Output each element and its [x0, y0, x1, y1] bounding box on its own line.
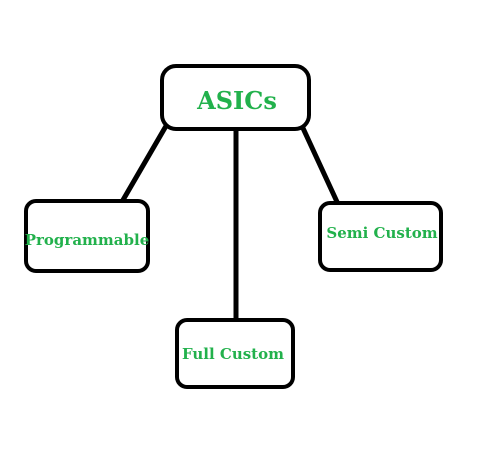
programmable-node: Programmable [24, 199, 150, 273]
root-node-label: ASICs [196, 86, 277, 115]
programmable-node-box [24, 199, 150, 273]
connector-root-semi-custom [299, 123, 341, 207]
semi-custom-node-label: Semi Custom [326, 224, 437, 242]
full-custom-node-box [175, 318, 295, 389]
root-node: ASICs [160, 64, 311, 131]
connectors [120, 123, 341, 324]
semi-custom-node: Semi Custom [318, 201, 443, 272]
programmable-node-label: Programmable [25, 231, 150, 249]
connector-root-programmable [120, 123, 169, 203]
semi-custom-node-box [318, 201, 443, 272]
full-custom-node: Full Custom [175, 318, 295, 389]
root-node-box [160, 64, 311, 131]
full-custom-node-label: Full Custom [182, 345, 284, 363]
